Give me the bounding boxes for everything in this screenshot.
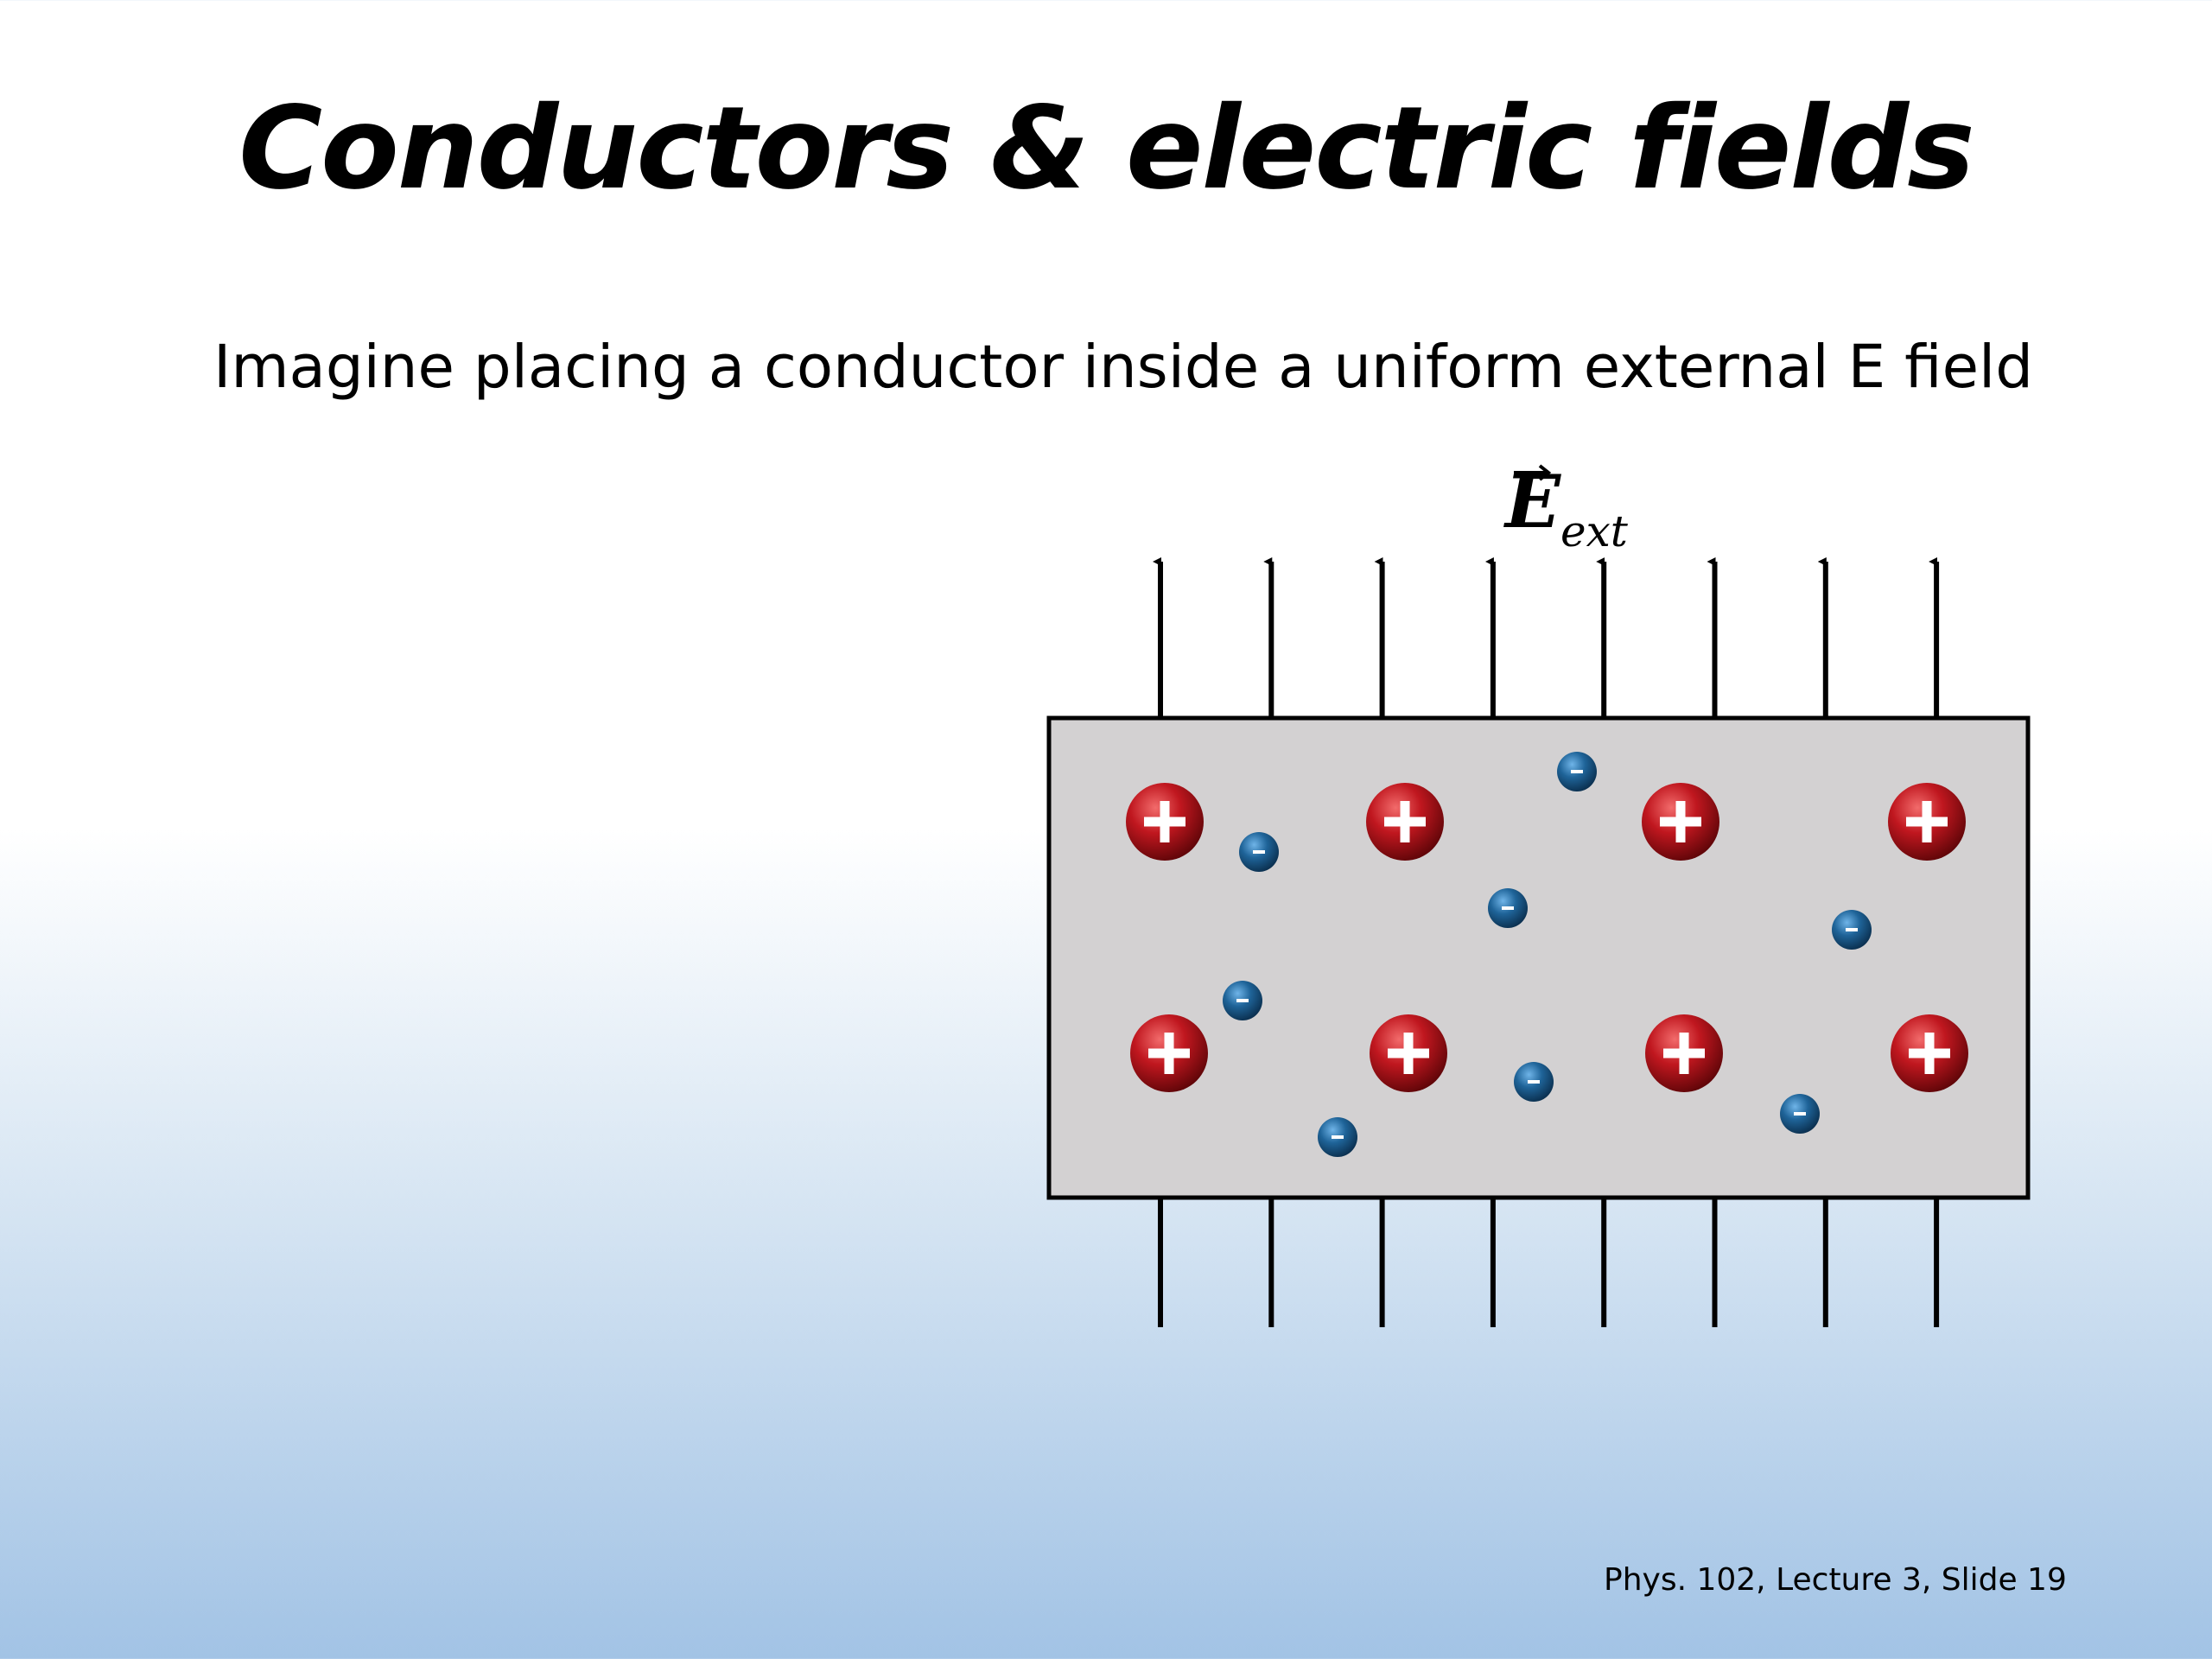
- negative-charge-4: [1832, 910, 1872, 950]
- slide-footer: Phys. 102, Lecture 3, Slide 19: [1604, 1562, 2067, 1598]
- plus-icon: [1660, 801, 1701, 842]
- field-lines-top: [1153, 557, 1940, 718]
- plus-icon: [1906, 801, 1948, 842]
- field-label: E ext: [1503, 459, 1629, 556]
- slide-title: Conductors & electric fields: [238, 82, 1974, 215]
- positive-charge-2: [1366, 783, 1444, 861]
- charges: [1126, 752, 1968, 1157]
- plus-icon: [1909, 1033, 1950, 1074]
- plus-icon: [1144, 801, 1185, 842]
- positive-charge-1: [1126, 783, 1204, 861]
- slide-subtitle: Imagine placing a conductor inside a uni…: [213, 333, 2034, 402]
- plus-icon: [1148, 1033, 1190, 1074]
- negative-charge-5: [1223, 981, 1262, 1020]
- negative-charge-8: [1318, 1117, 1357, 1157]
- positive-charge-7: [1645, 1014, 1723, 1092]
- positive-charge-8: [1891, 1014, 1968, 1092]
- conductor-block: [1046, 715, 2031, 1200]
- negative-charge-7: [1780, 1094, 1820, 1134]
- negative-charge-1: [1557, 752, 1597, 791]
- plus-icon: [1388, 1033, 1429, 1074]
- field-lines-bottom: [1158, 1198, 1940, 1327]
- plus-icon: [1663, 1033, 1705, 1074]
- negative-charge-2: [1239, 832, 1279, 872]
- plus-icon: [1384, 801, 1426, 842]
- positive-charge-4: [1888, 783, 1966, 861]
- field-subscript: ext: [1560, 506, 1629, 556]
- negative-charge-6: [1514, 1062, 1554, 1102]
- negative-charge-3: [1488, 888, 1528, 928]
- positive-charge-6: [1370, 1014, 1447, 1092]
- vector-arrow-icon: [1514, 464, 1552, 481]
- positive-charge-3: [1642, 783, 1719, 861]
- positive-charge-5: [1130, 1014, 1208, 1092]
